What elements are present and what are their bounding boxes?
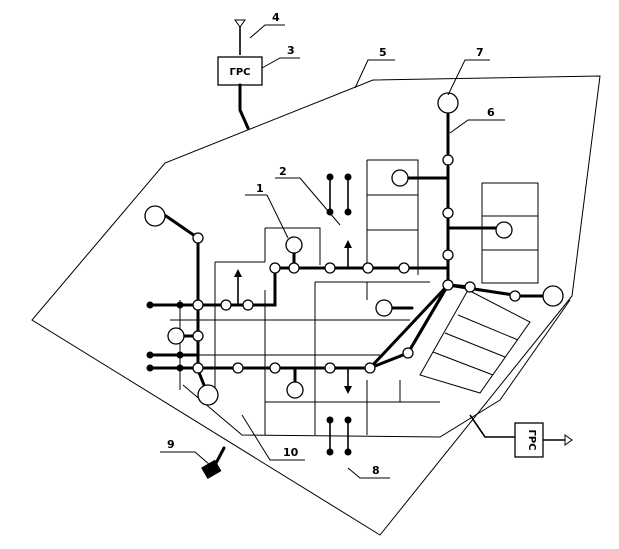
grs-label-right: ГРС [526,429,537,450]
callout-9: 9 [167,438,175,451]
callout-3: 3 [287,44,295,57]
grs-station-right: ГРС [469,414,573,458]
callout-10: 10 [283,446,299,459]
regulator-stations [144,92,564,406]
valve-chamber [201,446,226,480]
callout-2: 2 [279,165,287,178]
feeder-stubs [329,177,349,452]
grs-box-top [217,56,263,86]
grs-label-top: ГРС [229,67,250,78]
district-outline [182,299,571,438]
callout-6: 6 [487,106,495,119]
valve-nodes [192,154,521,374]
gas-pipelines [148,101,555,397]
consumer-dots [146,173,352,456]
building-blocks [170,159,539,435]
flow-arrows [234,240,352,394]
callout-1: 1 [256,182,264,195]
callout-numbers: 1 2 3 4 5 6 7 8 9 10 [167,11,495,477]
city-boundary [31,75,601,536]
callout-7: 7 [476,46,484,59]
callout-leaders [160,24,505,479]
callout-8: 8 [372,464,380,477]
grs-station-top: ГРС [217,19,263,130]
callout-4: 4 [272,11,280,24]
callout-5: 5 [379,46,387,59]
